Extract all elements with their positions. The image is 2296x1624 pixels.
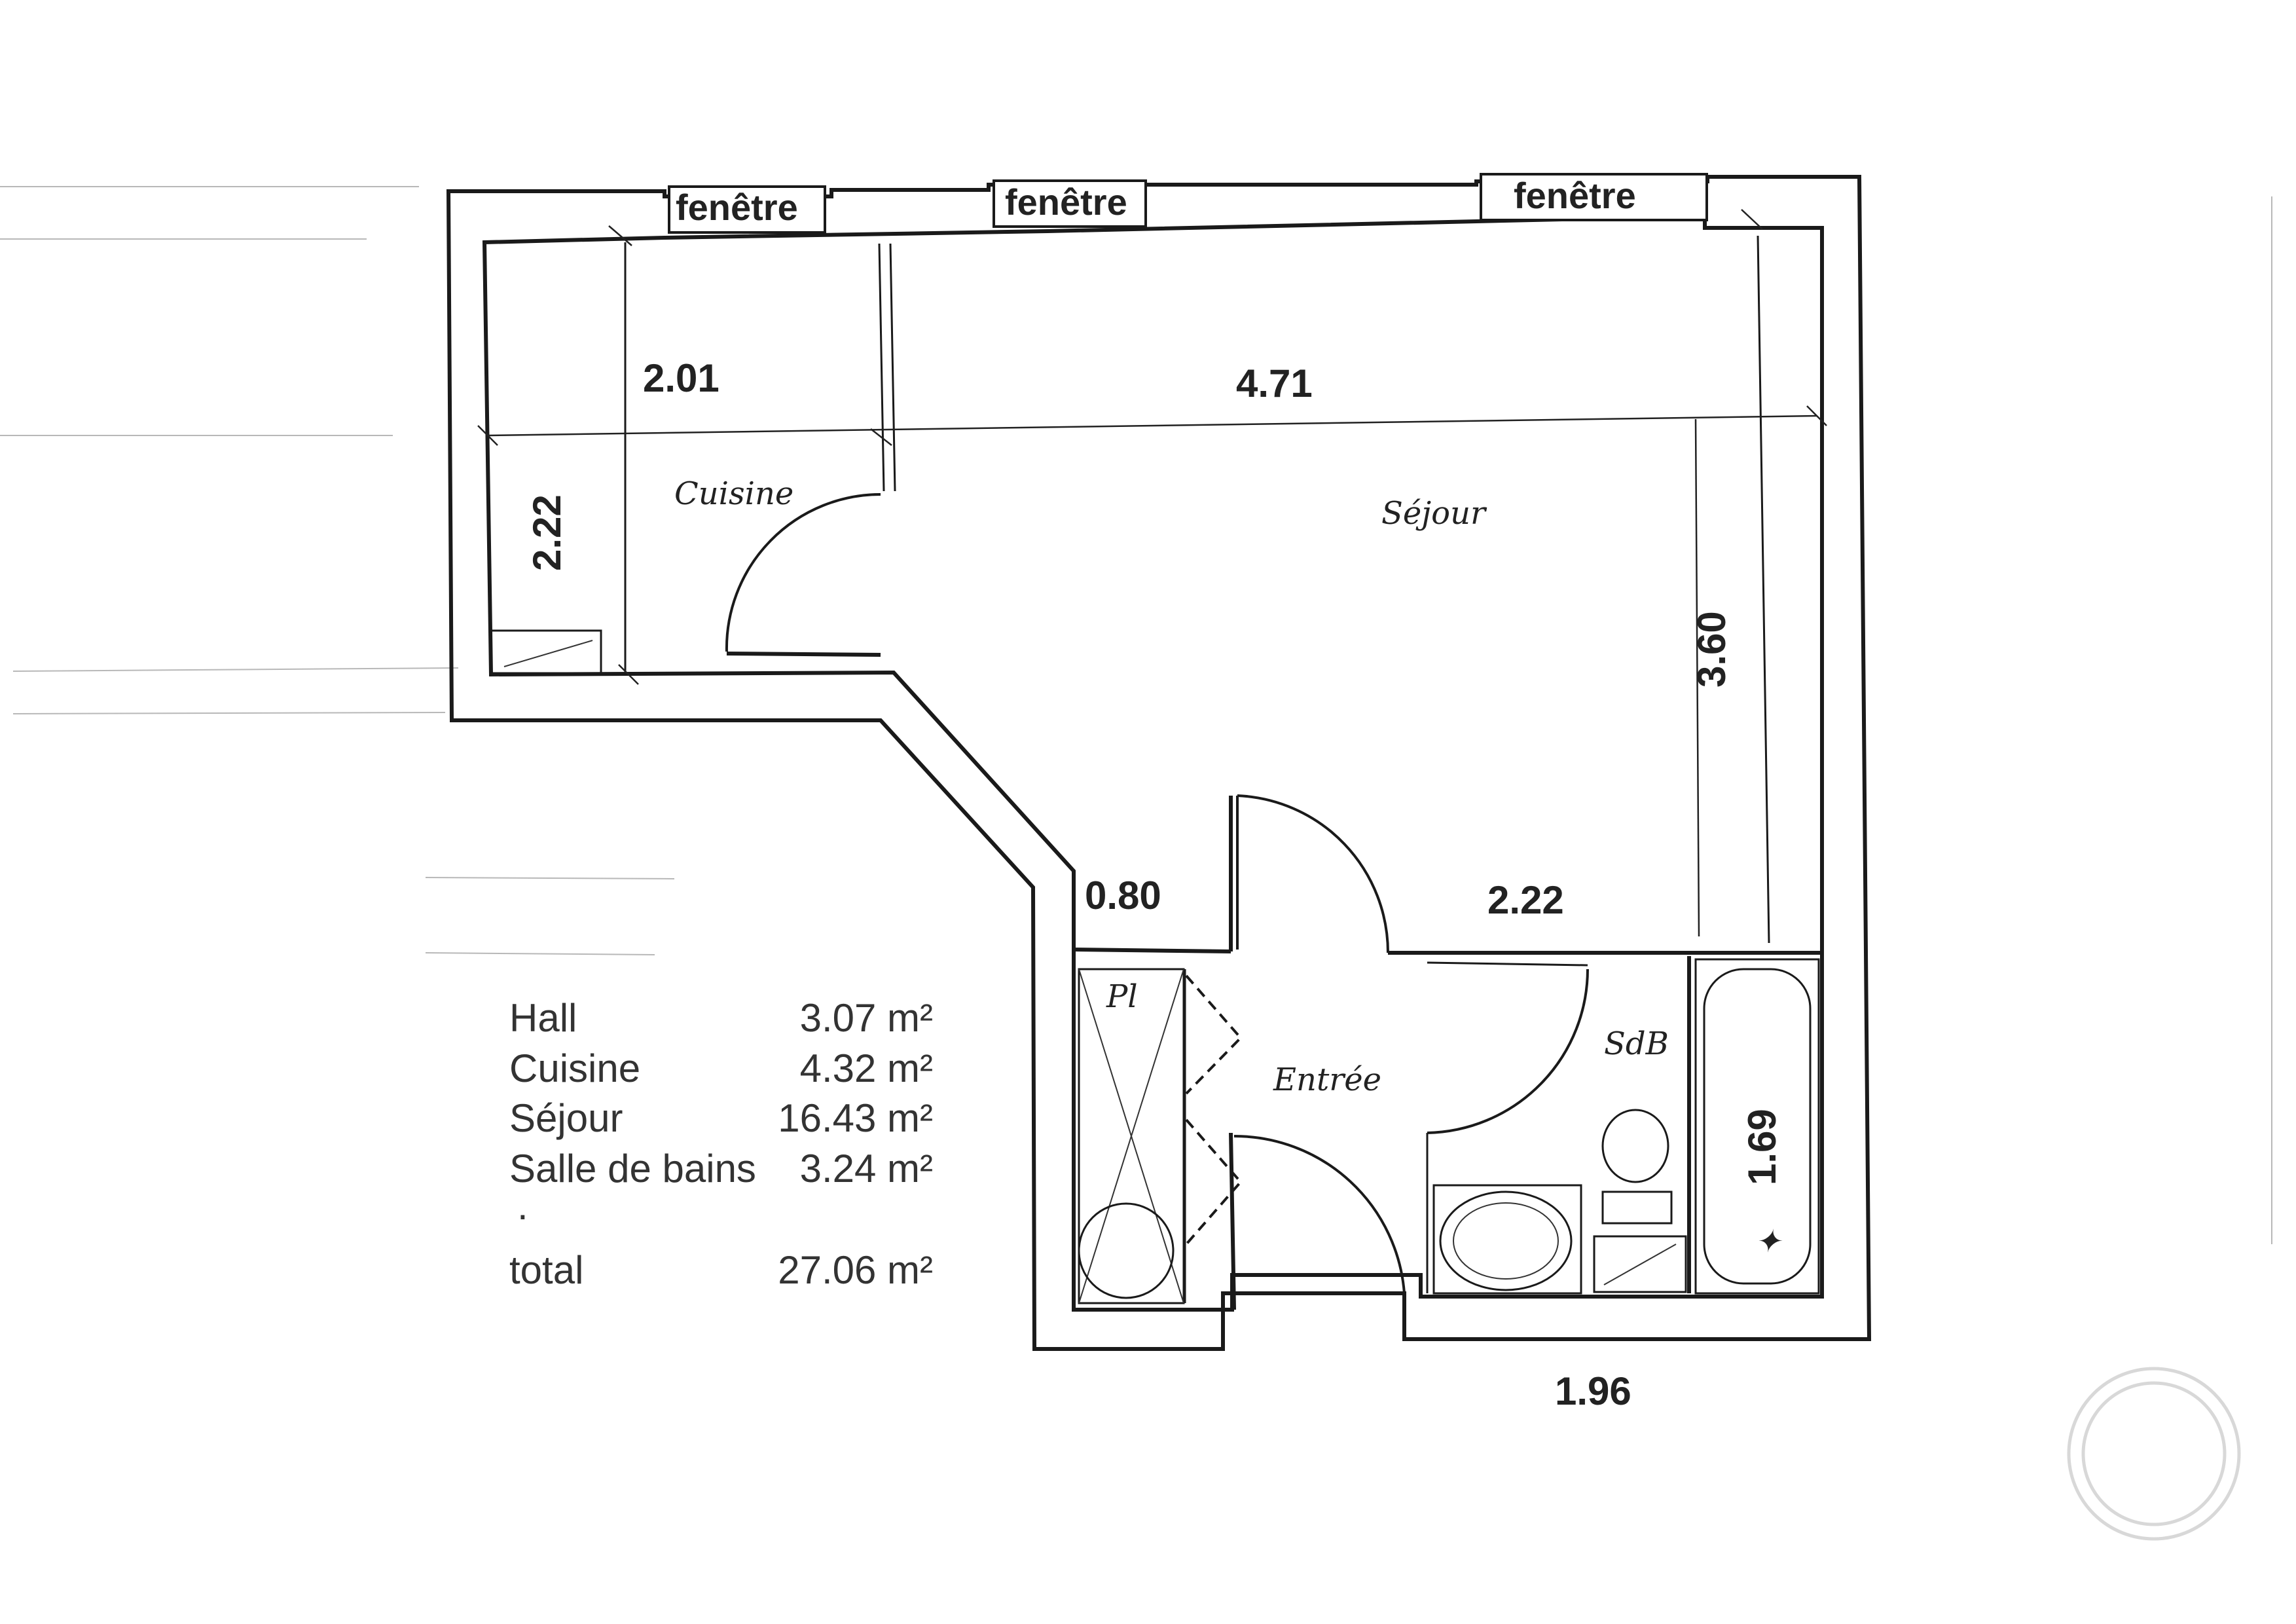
bathtub: ✦	[1694, 958, 1820, 1295]
washbasin	[1432, 1184, 1582, 1295]
window-right: fenêtre	[1480, 173, 1708, 221]
dim-sejour-lower-width: 2.22	[1487, 878, 1564, 922]
room-label-cuisine: Cuisine	[674, 475, 793, 512]
room-label-placard: Pl	[1106, 978, 1138, 1015]
legend-separator: .	[517, 1184, 528, 1228]
dim-cuisine-width: 2.01	[643, 356, 720, 400]
area-legend: Hall 3.07 m² Cuisine 4.32 m² Séjour 16.4…	[509, 996, 933, 1292]
legend-value: 3.07 m²	[800, 996, 933, 1040]
window-middle: fenêtre	[993, 179, 1147, 228]
bathtub-drain-icon: ✦	[1755, 1223, 1783, 1260]
dim-sejour-width: 4.71	[1236, 361, 1313, 405]
cuisine-appliance	[490, 629, 602, 674]
placard-storage	[1078, 968, 1185, 1304]
window-left: fenêtre	[668, 185, 826, 234]
legend-name: Salle de bains	[509, 1147, 756, 1190]
door-entree	[1236, 794, 1390, 953]
dim-sdb-width: 1.96	[1555, 1369, 1631, 1413]
legend-total-name: total	[509, 1248, 583, 1292]
dimension-lines	[477, 209, 1827, 937]
watermark-21	[2067, 1367, 2241, 1541]
room-label-sejour: Séjour	[1381, 495, 1487, 532]
legend-name: Séjour	[509, 1096, 623, 1140]
legend-name: Cuisine	[509, 1046, 640, 1090]
bath-cabinet	[1593, 1235, 1687, 1293]
door-placard	[1185, 974, 1243, 1246]
legend-total-value: 27.06 m²	[778, 1248, 933, 1292]
scan-marks	[0, 186, 2272, 1244]
dim-sejour-depth: 3.60	[1690, 611, 1734, 688]
room-label-entree: Entrée	[1273, 1061, 1381, 1098]
window-middle-label: fenêtre	[1005, 181, 1127, 223]
dim-sdb-length: 1.69	[1740, 1109, 1784, 1185]
dim-hall-width: 0.80	[1085, 874, 1161, 917]
legend-name: Hall	[509, 996, 577, 1040]
room-label-sdb: SdB	[1604, 1025, 1669, 1062]
legend-value: 16.43 m²	[778, 1096, 933, 1140]
door-sdb	[1427, 969, 1589, 1134]
window-left-label: fenêtre	[676, 187, 798, 228]
dim-cuisine-depth: 2.22	[525, 494, 569, 571]
legend-value: 3.24 m²	[800, 1147, 933, 1190]
interior-walls	[624, 235, 1822, 1310]
door-cuisine	[725, 493, 881, 652]
door-front	[1233, 1134, 1406, 1294]
toilet	[1601, 1109, 1673, 1225]
window-right-label: fenêtre	[1514, 175, 1636, 216]
legend-value: 4.32 m²	[800, 1046, 933, 1090]
